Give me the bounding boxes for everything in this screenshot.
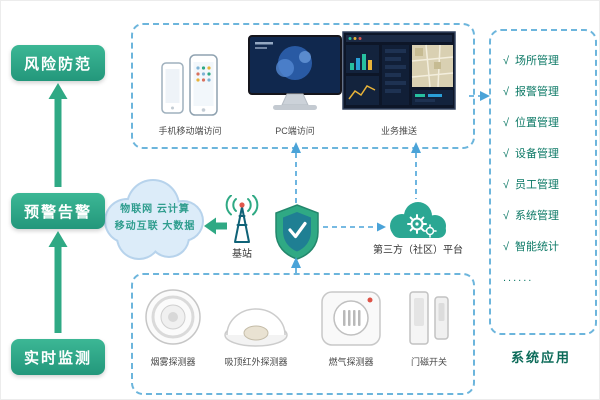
cloud-text-line1: 物联网 云计算 <box>120 204 190 215</box>
app-item-location: √ 位置管理 <box>503 117 593 129</box>
app-item-label: 设备管理 <box>515 148 560 160</box>
business-push-label: 业务推送 <box>380 126 417 136</box>
app-item-statistics: √ 智能统计 <box>503 241 593 253</box>
dashboard-screen-icon <box>342 31 456 110</box>
pillar-risk-prevention: 风险防范 <box>11 45 105 81</box>
gas-detector-icon <box>321 291 381 346</box>
door-magnet-icon <box>409 291 449 345</box>
check-icon: √ <box>503 241 510 253</box>
iot-cloud-icon <box>104 179 204 260</box>
check-icon: √ <box>503 55 510 67</box>
app-item-label: 系统管理 <box>515 210 560 222</box>
base-station-label: 基站 <box>232 249 252 260</box>
app-item-staff: √ 员工管理 <box>503 179 593 191</box>
system-application-title: 系统应用 <box>510 350 571 365</box>
app-item-label: 智能统计 <box>515 241 560 253</box>
dome-detector-icon <box>224 308 288 347</box>
check-icon: √ <box>503 117 510 129</box>
desktop-monitor-icon <box>248 35 342 110</box>
smoke-detector-icon <box>145 289 201 345</box>
app-item-label: 报警管理 <box>515 86 560 98</box>
third-party-platform-label: 第三方（社区）平台 <box>373 245 463 256</box>
app-item-system: √ 系统管理 <box>503 210 593 222</box>
antenna-tower-icon <box>225 195 259 243</box>
device-layer-box <box>131 273 475 395</box>
smartphone-icon <box>161 54 218 116</box>
app-item-more: ...... <box>503 272 534 284</box>
shield-check-icon <box>275 204 319 260</box>
pir-detector-label: 吸顶红外探测器 <box>224 357 288 367</box>
pillar-realtime-monitoring: 实时监测 <box>11 339 105 375</box>
pillar-early-warning: 预警告警 <box>11 193 105 229</box>
smoke-detector-label: 烟雾探测器 <box>150 357 196 367</box>
mobile-access-label: 手机移动端访问 <box>158 126 222 136</box>
check-icon: √ <box>503 210 510 222</box>
gas-detector-label: 燃气探测器 <box>328 357 374 367</box>
check-icon: √ <box>503 148 510 160</box>
pc-access-label: PC端访问 <box>275 126 315 136</box>
check-icon: √ <box>503 86 510 98</box>
flow-arrow-monitor-to-warning <box>48 231 68 333</box>
application-panel-box <box>489 29 597 335</box>
cloud-text-line2: 移动互联 大数据 <box>114 221 196 232</box>
app-item-equipment: √ 设备管理 <box>503 148 593 160</box>
app-item-label: 位置管理 <box>515 117 560 129</box>
app-item-alarm: √ 报警管理 <box>503 86 593 98</box>
app-item-label: 员工管理 <box>515 179 560 191</box>
check-icon: √ <box>503 179 510 191</box>
access-layer-box <box>131 23 475 149</box>
flow-arrow-warning-to-risk <box>48 83 68 187</box>
app-item-venue: √ 场所管理 <box>503 55 593 67</box>
application-list: √ 场所管理 √ 报警管理 √ 位置管理 √ 设备管理 √ 员工管理 √ 系统管… <box>489 29 593 284</box>
cloud-gear-icon <box>390 202 446 238</box>
app-item-label: 场所管理 <box>515 55 560 67</box>
door-switch-label: 门磁开关 <box>410 357 447 367</box>
